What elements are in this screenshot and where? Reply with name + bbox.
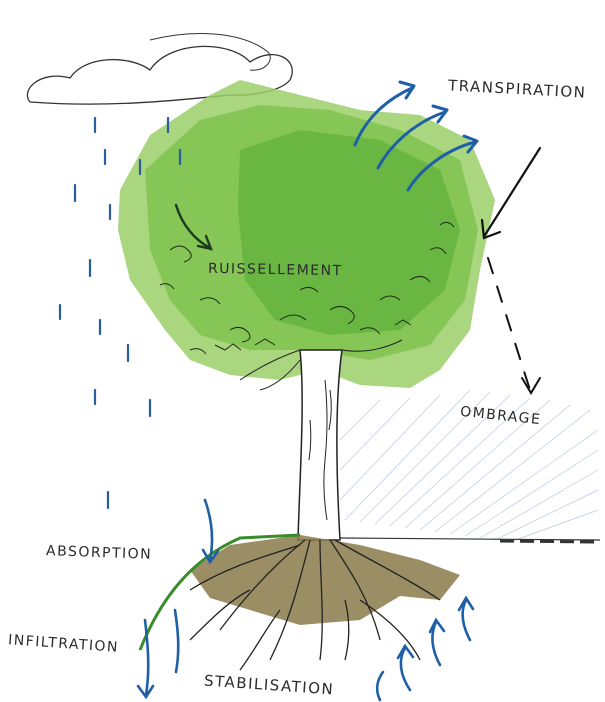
infiltration-arrows (138, 500, 218, 697)
cloud-scribble (150, 34, 270, 71)
tree-trunk (298, 350, 342, 540)
ground-line-dashes (500, 541, 598, 542)
ground-line (340, 538, 600, 540)
shade-dashed-arrow (488, 258, 540, 393)
soil-patch (190, 535, 460, 625)
soil-moisture-arrows (377, 598, 473, 700)
label-ruissellement: RUISSELLEMENT (208, 261, 343, 279)
